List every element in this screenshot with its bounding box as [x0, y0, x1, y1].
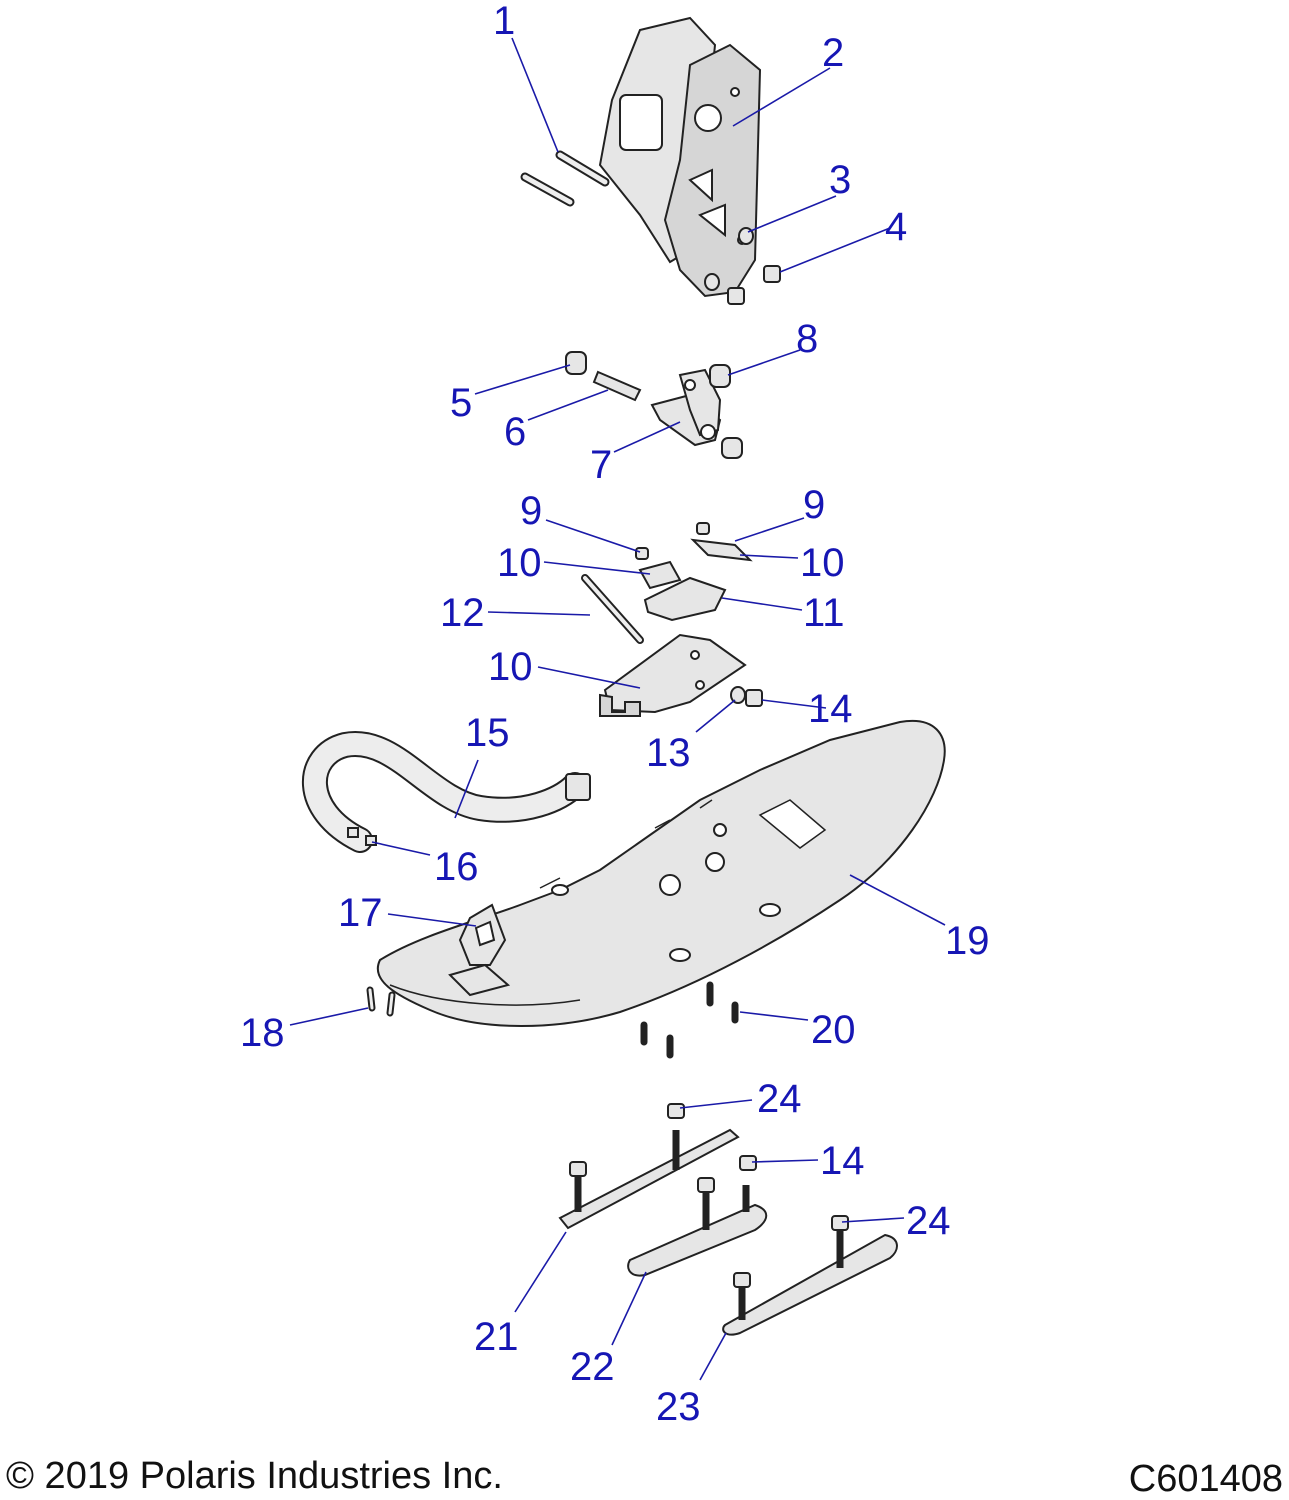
wear-bar-parts	[558, 1103, 898, 1336]
callout-13: 13	[646, 731, 691, 775]
screw-parts	[640, 981, 739, 1059]
spindle-bracket-part	[598, 16, 762, 298]
callout-1: 1	[493, 0, 515, 43]
clip-parts	[347, 827, 377, 846]
washer-nut-parts	[704, 227, 781, 305]
callout-7: 7	[590, 443, 612, 487]
callout-14-upper: 14	[808, 687, 853, 731]
callout-numbers: 1 2 3 4 5 6 7 8 9 9 10 10 11 12 10 13 14…	[240, 0, 990, 1429]
callout-9-right: 9	[803, 483, 825, 527]
callout-12: 12	[440, 591, 485, 635]
callout-18: 18	[240, 1011, 285, 1055]
callout-24-lower: 24	[906, 1199, 951, 1243]
pin-parts	[366, 986, 396, 1017]
callout-3: 3	[829, 158, 851, 202]
callout-10-left-upper: 10	[497, 541, 542, 585]
bolt-part-1	[520, 150, 610, 207]
callout-17: 17	[338, 891, 383, 935]
drawing-number: C601408	[1128, 1458, 1283, 1500]
callout-22: 22	[570, 1345, 615, 1389]
callout-23: 23	[656, 1385, 701, 1429]
callout-2: 2	[822, 31, 844, 75]
callout-20: 20	[811, 1008, 856, 1052]
callout-5: 5	[450, 381, 472, 425]
leader-lines	[289, 37, 946, 1381]
pivot-assembly-parts	[565, 351, 743, 459]
callout-4: 4	[885, 205, 907, 249]
callout-15: 15	[465, 711, 510, 755]
exploded-parts-diagram: 1 2 3 4 5 6 7 8 9 9 10 10 11 12 10 13 14…	[240, 0, 990, 1429]
callout-11: 11	[803, 591, 845, 635]
callout-6: 6	[504, 410, 526, 454]
callout-14-lower: 14	[820, 1139, 865, 1183]
callout-16: 16	[434, 845, 479, 889]
callout-24-upper: 24	[757, 1077, 802, 1121]
copyright-text: © 2019 Polaris Industries Inc.	[6, 1455, 503, 1497]
ski-handle-strap-part	[301, 731, 591, 853]
callout-9-left: 9	[520, 489, 542, 533]
mounting-plate-parts	[581, 522, 763, 717]
ski-body-part	[377, 719, 946, 1027]
callout-21: 21	[474, 1315, 519, 1359]
callout-8: 8	[796, 317, 818, 361]
callout-10-left-lower: 10	[488, 645, 533, 689]
callout-19: 19	[945, 919, 990, 963]
handle-bracket-part	[448, 903, 511, 997]
callout-10-right: 10	[800, 541, 845, 585]
